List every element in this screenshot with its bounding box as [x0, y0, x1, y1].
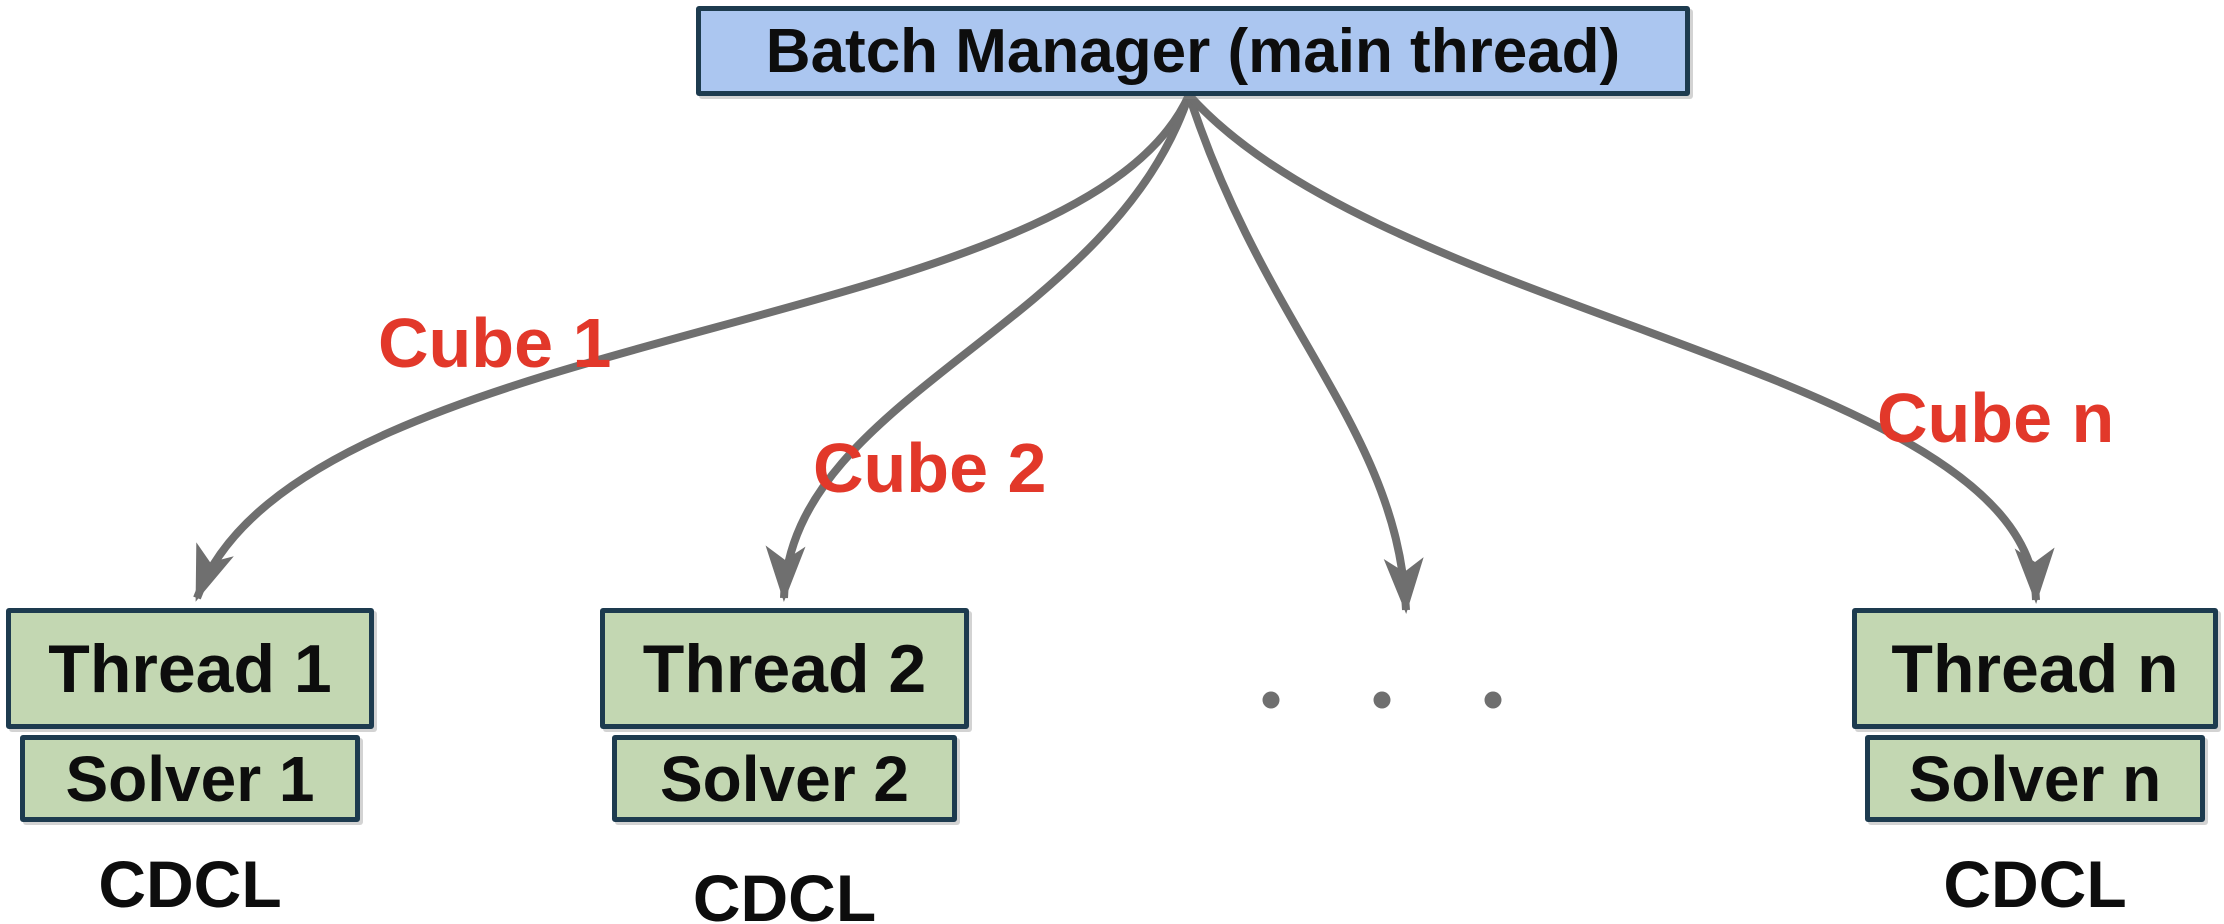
solver-2-box: Solver 2	[612, 735, 957, 822]
solver-n-box: Solver n	[1865, 735, 2205, 822]
worker-column-1: Thread 1 Solver 1 CDCL	[6, 608, 374, 922]
thread-2-label: Thread 2	[642, 630, 927, 707]
cube-1-label: Cube 1	[378, 304, 612, 382]
thread-1-box: Thread 1	[6, 608, 374, 729]
solver-2-label: Solver 2	[659, 742, 910, 815]
ellipsis-dots-icon	[1262, 691, 1502, 709]
cube-1-arrow	[193, 93, 1193, 602]
worker-column-2: Thread 2 Solver 2 CDCL	[600, 608, 969, 924]
solver-1-box: Solver 1	[20, 735, 360, 822]
cube-2-arrow	[765, 93, 1193, 602]
thread-2-box: Thread 2	[600, 608, 969, 729]
cube-2-label: Cube 2	[813, 429, 1047, 507]
cdcl-label-1: CDCL	[98, 847, 282, 921]
batch-manager-label: Batch Manager (main thread)	[765, 16, 1621, 86]
middle-arrow	[1185, 93, 1424, 614]
cdcl-label-2: CDCL	[692, 861, 877, 924]
thread-n-label: Thread n	[1891, 630, 2179, 707]
cube-n-arrow	[1186, 92, 2055, 604]
solver-1-label: Solver 1	[65, 742, 315, 815]
thread-n-box: Thread n	[1852, 608, 2218, 729]
batch-manager-box: Batch Manager (main thread)	[696, 6, 1690, 96]
worker-column-n: Thread n Solver n CDCL	[1852, 608, 2218, 922]
cdcl-label-n: CDCL	[1943, 847, 2127, 921]
solver-n-label: Solver n	[1908, 742, 2162, 815]
cube-n-label: Cube n	[1877, 379, 2115, 457]
thread-1-label: Thread 1	[48, 630, 332, 707]
